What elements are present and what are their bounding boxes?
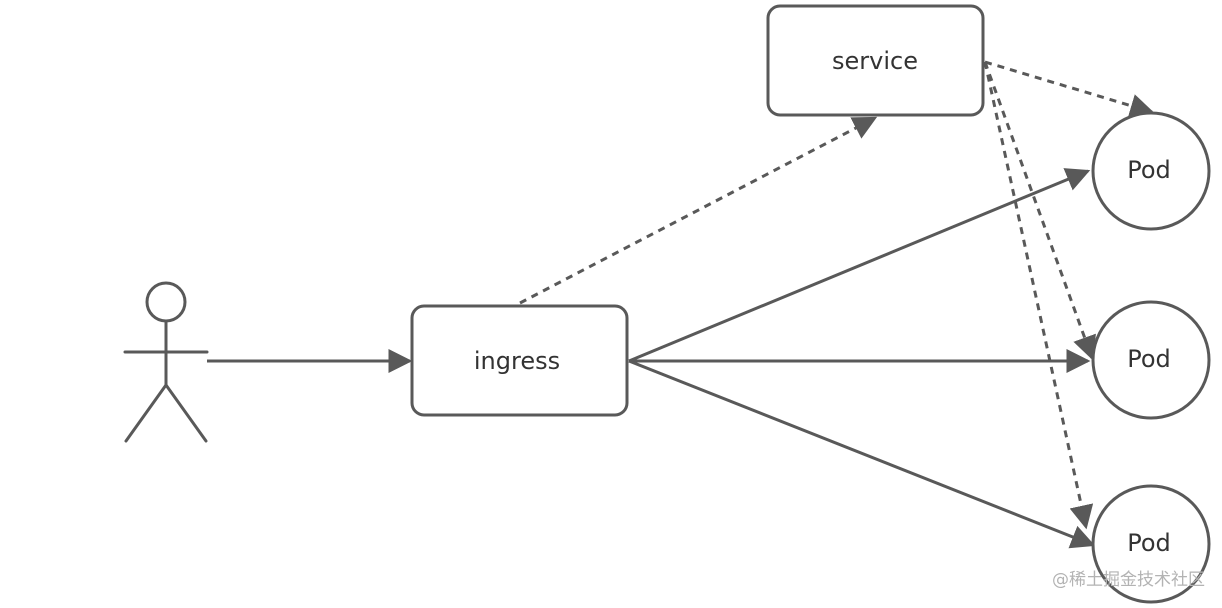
actor-right-leg (164, 383, 208, 443)
pod-label: Pod (1127, 345, 1171, 373)
pod-node-2: Pod (1091, 300, 1211, 420)
edge-ingress-service (519, 116, 878, 305)
pod-node-3: Pod (1091, 484, 1211, 604)
pod-label: Pod (1127, 156, 1171, 184)
edge-ingress-pod-1 (628, 168, 1091, 363)
pod-node-1: Pod (1091, 111, 1211, 231)
pod-circle (1091, 111, 1211, 231)
actor-left-leg (124, 383, 168, 443)
pod-circle (1091, 300, 1211, 420)
service-box (766, 4, 985, 117)
edge-service-pod-2 (983, 61, 1096, 361)
pod-label: Pod (1127, 529, 1171, 557)
service-label: service (832, 47, 918, 75)
ingress-label: ingress (474, 347, 560, 375)
edge-service-pod-1 (984, 60, 1155, 118)
edge-ingress-pod-3 (628, 359, 1096, 549)
pod-circle (1091, 484, 1211, 604)
edges (207, 60, 1155, 549)
edge-service-pod-3 (983, 61, 1094, 530)
user-actor-icon (123, 281, 209, 443)
ingress-box (410, 304, 629, 417)
actor-head (145, 281, 187, 323)
ingress-node: ingress (410, 304, 629, 417)
service-node: service (766, 4, 985, 117)
watermark: @稀土掘金技术社区 (1052, 570, 1205, 590)
